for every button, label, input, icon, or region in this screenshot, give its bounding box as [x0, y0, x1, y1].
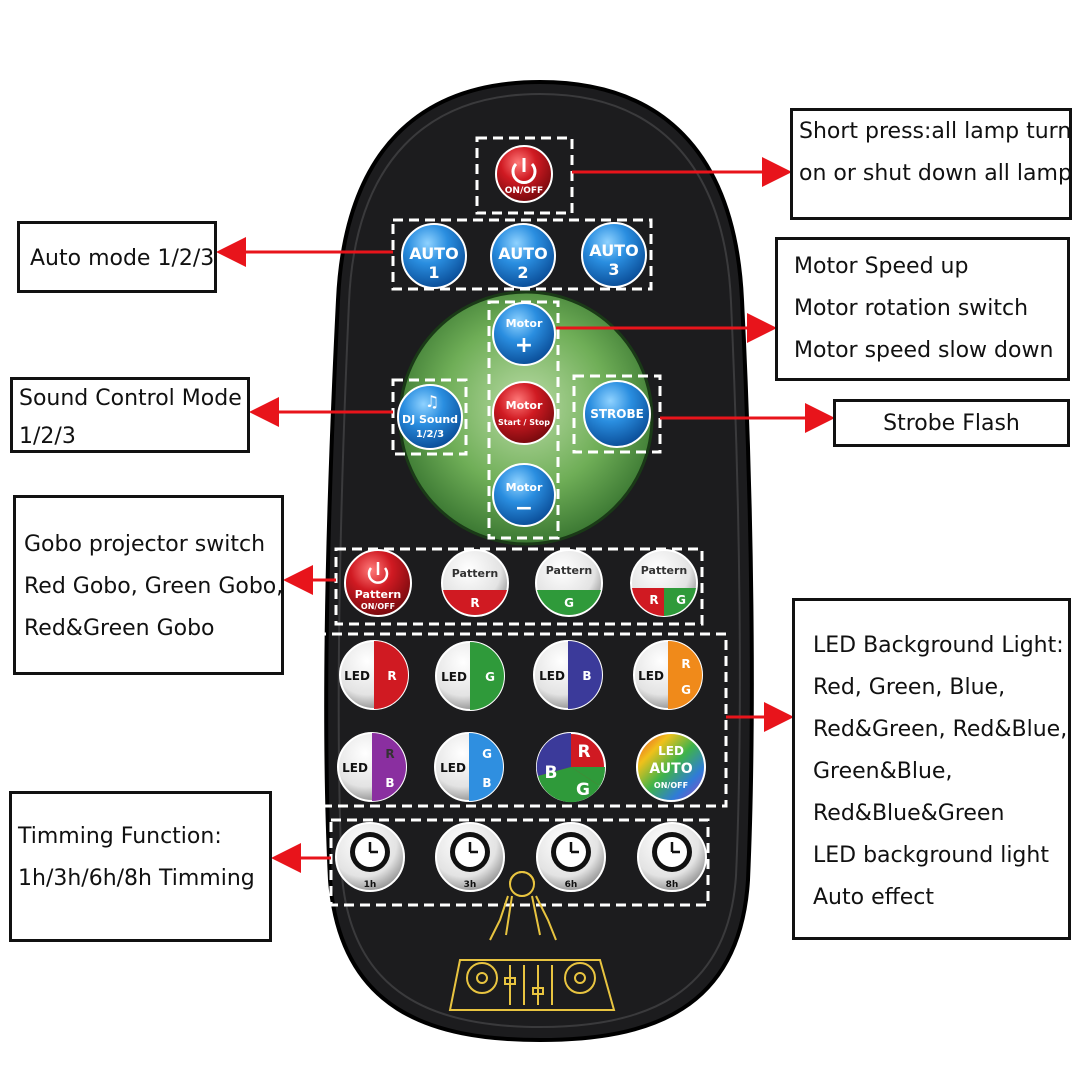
led-blue-button[interactable]: LED B — [533, 640, 603, 710]
motor-minus-button[interactable]: Motor − — [492, 463, 556, 527]
svg-text:R: R — [649, 593, 658, 607]
dj-line-art-logo — [448, 871, 616, 1011]
pattern-onoff-button[interactable]: Pattern ON/OFF — [344, 549, 412, 617]
dashed-frame-auto — [391, 218, 653, 291]
svg-text:R: R — [387, 669, 396, 683]
svg-text:Pattern: Pattern — [355, 588, 401, 601]
svg-text:STROBE: STROBE — [590, 407, 644, 421]
pattern-green-button[interactable]: Pattern G — [535, 549, 603, 617]
dashed-frame-led — [314, 632, 728, 808]
music-note-icon: ♫ — [425, 392, 439, 411]
svg-text:Pattern: Pattern — [641, 564, 687, 577]
dashed-frame-dj-sound — [391, 378, 468, 456]
svg-text:Pattern: Pattern — [546, 564, 592, 577]
led-rg-g-letter: G — [681, 683, 691, 697]
led-green-blue-button[interactable]: LED G B — [434, 732, 504, 802]
svg-text:R: R — [470, 596, 479, 610]
timer-6h-button[interactable]: 6h — [536, 822, 606, 892]
svg-text:G: G — [564, 596, 574, 610]
svg-text:G: G — [676, 593, 686, 607]
svg-text:Motor: Motor — [506, 399, 543, 412]
svg-text:R: R — [577, 742, 590, 762]
auto-1-button[interactable]: AUTO 1 — [401, 223, 467, 289]
pattern-red-green-button[interactable]: Pattern R G — [630, 549, 698, 617]
svg-text:Start / Stop: Start / Stop — [498, 418, 550, 427]
svg-text:3: 3 — [608, 260, 619, 279]
svg-text:LED: LED — [539, 669, 565, 683]
svg-text:3h: 3h — [464, 880, 477, 890]
callout-gobo: Gobo projector switch Red Gobo, Green Go… — [13, 495, 284, 675]
callout-timer: Timming Function: 1h/3h/6h/8h Timming — [9, 791, 272, 942]
dashed-frame-timers — [329, 818, 710, 907]
svg-text:ON/OFF: ON/OFF — [654, 781, 688, 790]
svg-text:G: G — [482, 747, 492, 761]
svg-text:LED: LED — [440, 761, 466, 775]
power-button[interactable]: ON/OFF — [495, 145, 553, 203]
svg-text:G: G — [576, 780, 590, 800]
svg-text:1/2/3: 1/2/3 — [416, 429, 444, 440]
svg-text:1h: 1h — [364, 880, 377, 890]
svg-text:8h: 8h — [666, 880, 679, 890]
svg-text:ON/OFF: ON/OFF — [361, 602, 395, 611]
callout-strobe: Strobe Flash — [833, 399, 1070, 447]
svg-text:LED: LED — [344, 669, 370, 683]
led-rg-r-letter: R — [681, 657, 690, 671]
callout-arrows — [216, 157, 835, 873]
svg-text:AUTO: AUTO — [409, 244, 458, 263]
strobe-button[interactable]: STROBE — [583, 380, 651, 448]
svg-text:B: B — [545, 763, 558, 783]
svg-text:AUTO: AUTO — [498, 244, 547, 263]
callout-motor: Motor Speed up Motor rotation switch Mot… — [775, 237, 1070, 381]
dashed-frame-pattern — [334, 547, 704, 626]
callout-sound-control: Sound Control Mode 1/2/3 — [10, 377, 250, 453]
svg-text:Pattern: Pattern — [452, 567, 498, 580]
dashed-frame-motor — [487, 300, 560, 540]
timer-1h-button[interactable]: 1h — [335, 822, 405, 892]
pattern-red-button[interactable]: Pattern R — [441, 549, 509, 617]
svg-text:+: + — [515, 333, 533, 358]
dj-sound-button[interactable]: ♫ DJ Sound 1/2/3 — [397, 384, 463, 450]
svg-text:B: B — [385, 776, 394, 790]
motor-start-stop-button[interactable]: Motor Start / Stop — [492, 381, 556, 445]
motor-plus-button[interactable]: Motor + — [492, 302, 556, 366]
callout-onoff: Short press:all lamp turn on or shut dow… — [790, 108, 1072, 220]
svg-text:B: B — [582, 669, 591, 683]
callout-auto-mode: Auto mode 1/2/3 — [17, 221, 217, 293]
callout-led-background: LED Background Light: Red, Green, Blue, … — [792, 598, 1071, 940]
timer-8h-button[interactable]: 8h — [637, 822, 707, 892]
dashed-frame-power — [475, 136, 574, 215]
svg-text:G: G — [485, 670, 495, 684]
led-green-button[interactable]: LED G — [435, 641, 505, 711]
svg-text:LED: LED — [441, 670, 467, 684]
svg-text:R: R — [385, 747, 394, 761]
svg-text:AUTO: AUTO — [589, 241, 638, 260]
auto-3-button[interactable]: AUTO 3 — [581, 222, 647, 288]
led-red-green-button[interactable]: LED R G — [633, 640, 703, 710]
svg-text:LED: LED — [658, 744, 684, 758]
svg-text:6h: 6h — [565, 880, 578, 890]
svg-text:2: 2 — [517, 263, 528, 282]
power-button-label: ON/OFF — [505, 186, 543, 196]
remote-body — [324, 79, 754, 1043]
svg-text:B: B — [482, 776, 491, 790]
svg-text:LED: LED — [342, 761, 368, 775]
svg-text:Motor: Motor — [506, 481, 543, 494]
svg-text:1: 1 — [428, 263, 439, 282]
led-auto-button[interactable]: LED AUTO ON/OFF — [636, 732, 706, 802]
led-red-button[interactable]: LED R — [339, 640, 409, 710]
svg-text:−: − — [515, 496, 533, 521]
auto-2-button[interactable]: AUTO 2 — [490, 223, 556, 289]
svg-text:DJ Sound: DJ Sound — [402, 413, 458, 426]
svg-text:Motor: Motor — [506, 317, 543, 330]
svg-text:LED: LED — [638, 669, 664, 683]
timer-3h-button[interactable]: 3h — [435, 822, 505, 892]
svg-text:AUTO: AUTO — [649, 761, 692, 777]
led-red-blue-button[interactable]: LED R B — [337, 732, 407, 802]
led-rgb-button[interactable]: R B G — [536, 732, 606, 803]
